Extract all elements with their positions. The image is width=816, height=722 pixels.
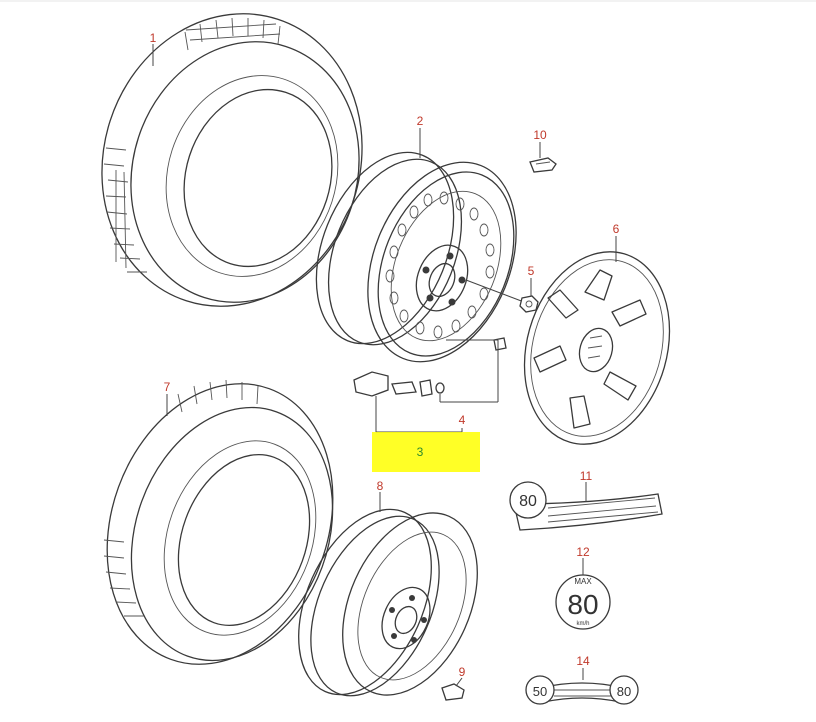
callout-leaders bbox=[152, 44, 617, 680]
tire-lower bbox=[103, 379, 334, 665]
sticker-50-label: 50 bbox=[533, 684, 547, 699]
speed-sticker-50-80: 50 80 bbox=[525, 675, 639, 705]
callout-9: 9 bbox=[459, 665, 466, 679]
callout-14: 14 bbox=[576, 654, 590, 668]
sticker-80b-label: 80 bbox=[617, 684, 631, 699]
highlight-part-3 bbox=[372, 432, 480, 472]
callout-6: 6 bbox=[613, 222, 620, 236]
callout-numbers: 1 2 10 6 5 7 4 3 11 8 12 14 9 bbox=[150, 31, 620, 679]
lug-nut bbox=[465, 279, 539, 313]
badge-max-label: MAX bbox=[574, 577, 592, 586]
balance-weight bbox=[529, 157, 557, 173]
wheel-cover bbox=[523, 251, 671, 445]
steel-wheel-upper bbox=[315, 151, 517, 363]
callout-11: 11 bbox=[580, 469, 593, 483]
spare-wheel-lower bbox=[298, 508, 478, 697]
speed-limit-badge: MAX 80 km/h bbox=[555, 574, 611, 630]
sticker-80-label: 80 bbox=[519, 493, 537, 510]
callout-12: 12 bbox=[576, 545, 590, 559]
sticker-80: 80 bbox=[509, 481, 663, 531]
callout-2: 2 bbox=[417, 114, 424, 128]
tire-upper bbox=[101, 13, 363, 307]
callout-3: 3 bbox=[417, 445, 424, 459]
valve-assembly bbox=[353, 337, 507, 433]
valve-stem bbox=[441, 677, 465, 701]
callout-7: 7 bbox=[164, 380, 171, 394]
callout-8: 8 bbox=[377, 479, 384, 493]
badge-speed-label: 80 bbox=[567, 589, 598, 620]
callout-5: 5 bbox=[528, 264, 535, 278]
callout-1: 1 bbox=[150, 31, 157, 45]
callout-10: 10 bbox=[533, 128, 547, 142]
callout-4: 4 bbox=[459, 413, 466, 427]
badge-unit-label: km/h bbox=[576, 621, 589, 627]
